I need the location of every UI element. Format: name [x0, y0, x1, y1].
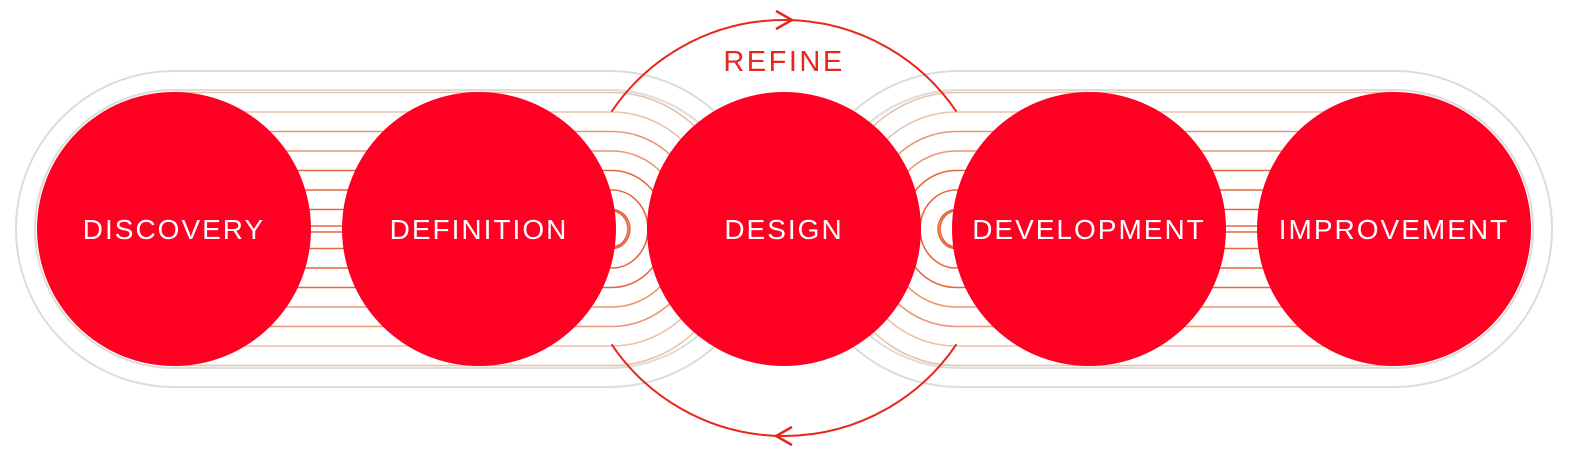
refine-loop-bottom-arc: [610, 343, 958, 437]
stage-discovery-circle: [37, 92, 311, 366]
stage-definition-label: DEFINITION: [390, 214, 569, 245]
stage-design: DESIGN: [647, 92, 921, 366]
stage-design-circle: [647, 92, 921, 366]
refine-arrow-left-icon: [773, 425, 793, 447]
refine-label: REFINE: [723, 46, 844, 78]
stage-improvement: IMPROVEMENT: [1257, 92, 1531, 366]
stage-improvement-circle: [1257, 92, 1531, 366]
right-ripple-arc: [937, 208, 957, 250]
refine-loop-top-arc: [610, 19, 958, 113]
left-ripple-arc: [611, 208, 631, 250]
stage-definition-circle: [342, 92, 616, 366]
stage-development-label: DEVELOPMENT: [972, 214, 1206, 245]
stage-design-label: DESIGN: [724, 214, 843, 245]
refine-arrow-right-icon: [775, 9, 795, 31]
stage-development: DEVELOPMENT: [952, 92, 1226, 366]
stage-development-circle: [952, 92, 1226, 366]
stage-definition: DEFINITION: [342, 92, 616, 366]
refine-loop: [610, 9, 958, 447]
stage-improvement-label: IMPROVEMENT: [1279, 214, 1509, 245]
stage-discovery: DISCOVERY: [37, 92, 311, 366]
stage-discovery-label: DISCOVERY: [83, 214, 265, 245]
